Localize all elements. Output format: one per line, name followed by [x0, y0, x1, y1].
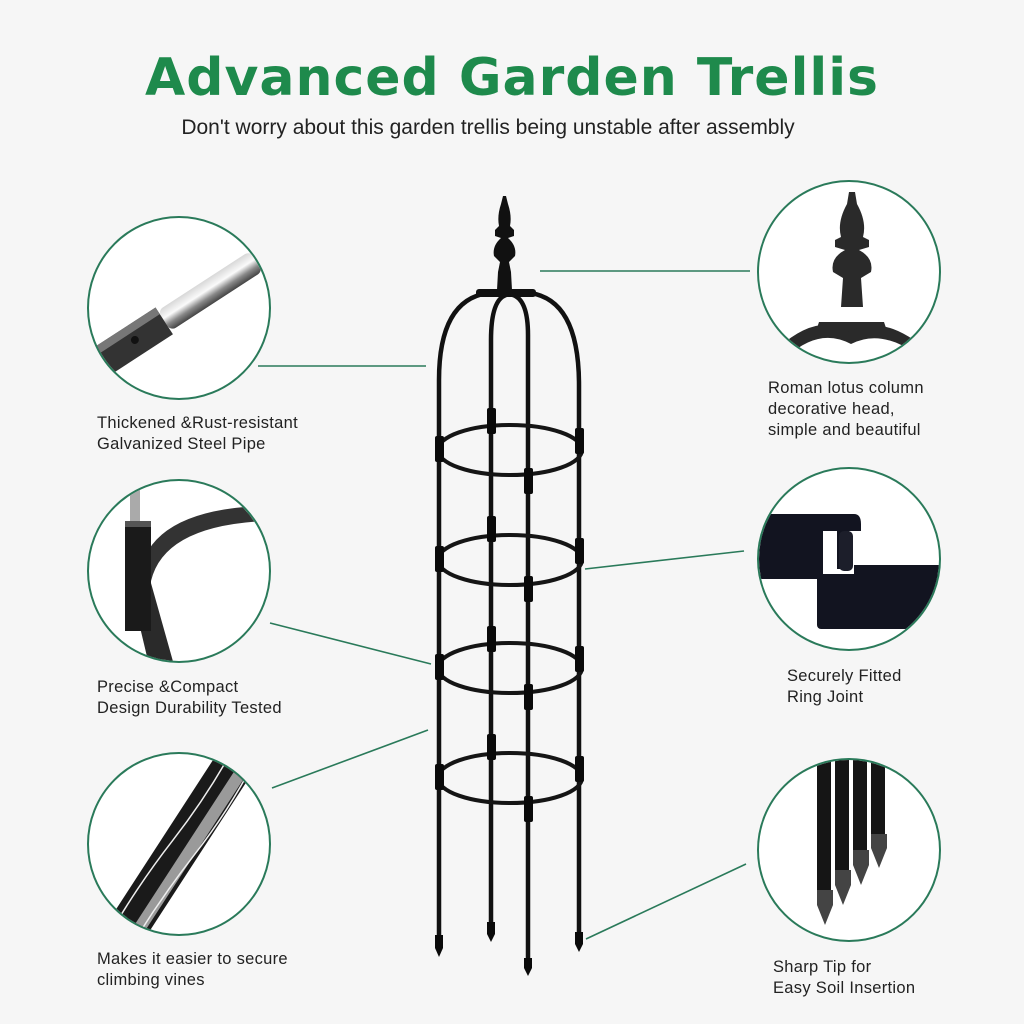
- finial-head-closeup-icon: [779, 192, 929, 360]
- feature-caption-sharp-tip: Sharp Tip for Easy Soil Insertion: [773, 958, 916, 997]
- feature-caption-climbing-vines: Makes it easier to secure climbing vines: [97, 950, 288, 989]
- steel-pipe-closeup-icon: [89, 253, 261, 384]
- feature-image-lotus-head: [757, 180, 941, 364]
- callout-line-sharp-tip: [585, 863, 747, 940]
- callout-line-climbing-vines: [271, 729, 429, 789]
- feature-image-climbing-vines: [87, 752, 271, 936]
- page-subtitle: Don't worry about this garden trellis be…: [181, 116, 795, 139]
- feature-image-compact-design: [87, 479, 271, 663]
- feature-image-ring-joint: [757, 467, 941, 651]
- feature-caption-ring-joint: Securely Fitted Ring Joint: [787, 667, 902, 706]
- feature-caption-steel-pipe: Thickened &Rust-resistant Galvanized Ste…: [97, 414, 298, 453]
- feature-caption-lotus-head: Roman lotus column decorative head, simp…: [768, 379, 924, 439]
- page-title: Advanced Garden Trellis: [144, 48, 879, 108]
- callout-line-compact-design: [269, 622, 432, 665]
- ring-joint-bend-closeup-icon: [125, 481, 264, 661]
- textured-pole-closeup-icon: [89, 754, 269, 934]
- sharp-tips-closeup-icon: [817, 760, 887, 925]
- feature-caption-compact-design: Precise &Compact Design Durability Teste…: [97, 678, 282, 717]
- ring-joint-closeup-icon: [759, 514, 939, 629]
- feature-image-sharp-tip: [757, 758, 941, 942]
- feature-image-steel-pipe: [87, 216, 271, 400]
- callout-line-ring-joint: [584, 550, 745, 570]
